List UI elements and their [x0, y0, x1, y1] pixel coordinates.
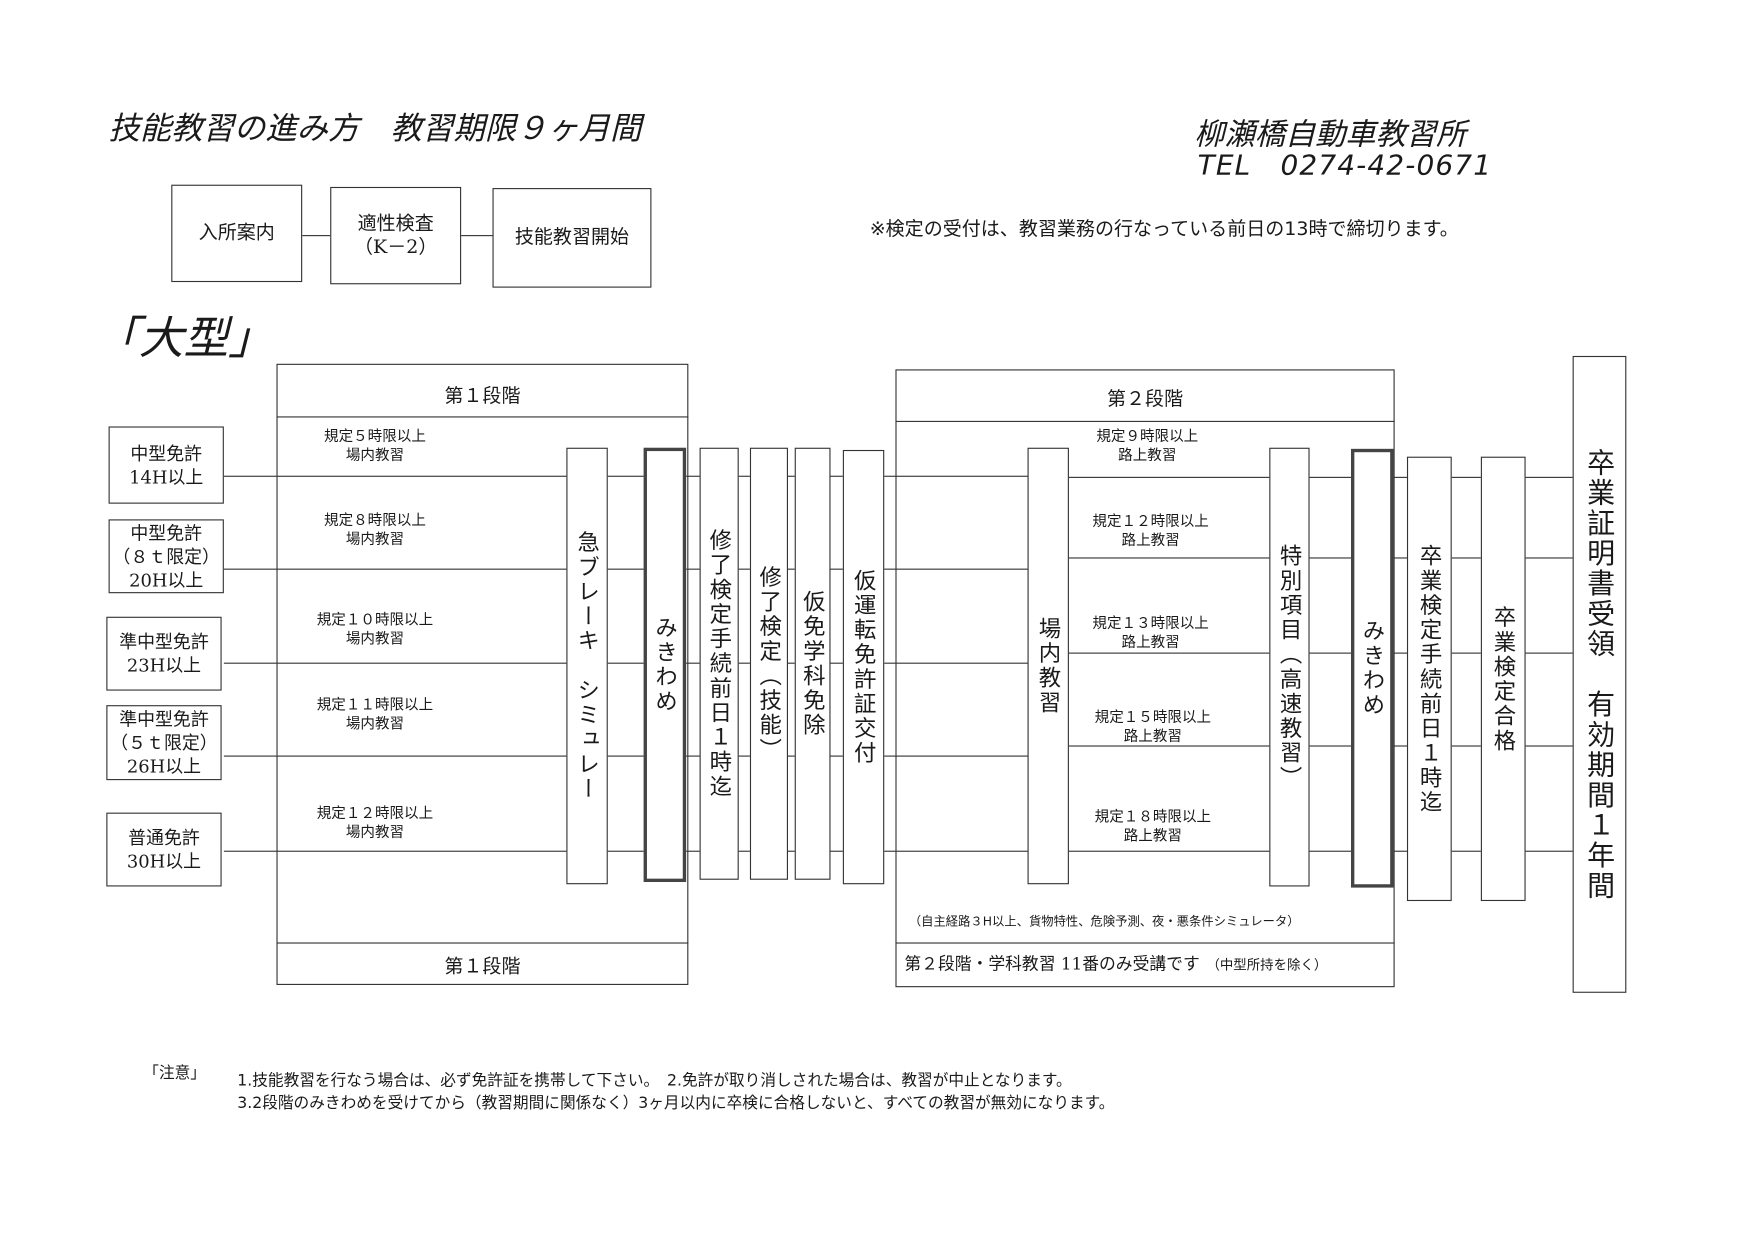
stage2-note: （自主経路３H以上、貨物特性、危険予測、夜・悪条件シミュレータ） — [908, 914, 1300, 930]
divider — [276, 942, 689, 944]
intro-step-admission: 入所案内 — [171, 184, 303, 283]
step-emergency-brake-simulator: 急ブレーキ シミュレー — [566, 447, 608, 885]
rule-hours: 規定１８時限以上 — [1094, 809, 1212, 827]
stage2-rule: 規定９時限以上路上教習 — [1069, 428, 1226, 466]
rule-type: 場内教習 — [345, 531, 405, 549]
step-completion-exam: 修了検定（技能） — [749, 447, 788, 880]
rule-type: 場内教習 — [345, 447, 405, 465]
license-hours: 26H以上 — [126, 755, 202, 777]
stage2-rule: 規定１５時限以上路上教習 — [1075, 709, 1232, 747]
license-box-semi-medium-5t: 準中型免許（５ｔ限定）26H以上 — [106, 705, 222, 781]
divider — [895, 942, 1395, 944]
flow-line — [223, 850, 1028, 852]
flow-line — [223, 755, 1028, 757]
intro-step-sublabel: （K－2） — [353, 235, 438, 258]
stage1-rule: 規定１１時限以上場内教習 — [280, 696, 470, 734]
license-name: 準中型免許 — [119, 631, 209, 653]
step-provisional-license-issue: 仮運転免許証交付 — [842, 449, 885, 885]
flow-line — [1068, 745, 1573, 747]
license-box-medium-8t: 中型免許（８ｔ限定）20H以上 — [108, 519, 224, 594]
vehicle-type-heading: 「大型」 — [94, 313, 274, 365]
deadline-note: ※検定の受付は、教習業務の行なっている前日の13時で締切ります。 — [869, 218, 1459, 241]
flow-line — [1068, 652, 1573, 654]
flow-line — [223, 662, 1028, 664]
page-title: 技能教習の進み方 教習期限９ヶ月間 — [108, 109, 642, 147]
flow-line — [1068, 850, 1573, 852]
license-hours: 30H以上 — [126, 850, 202, 872]
step-provisional-written-exemption: 仮免学科免除 — [794, 447, 831, 880]
license-name: 準中型免許 — [119, 708, 209, 730]
intro-step-label: 適性検査 — [357, 212, 434, 235]
license-name: 中型免許 — [130, 522, 203, 544]
rule-type: 場内教習 — [345, 716, 405, 734]
stage1-rule: 規定８時限以上場内教習 — [280, 512, 470, 550]
divider — [276, 416, 689, 418]
flow-line — [1068, 476, 1573, 478]
license-limit: （８ｔ限定） — [112, 545, 220, 567]
license-hours: 23H以上 — [126, 654, 202, 677]
rule-type: 路上教習 — [1123, 728, 1182, 746]
rule-hours: 規定１３時限以上 — [1092, 615, 1209, 633]
stage2-footer-main: 第２段階・学科教習 11番のみ受講です — [904, 953, 1200, 974]
stage2-frame — [895, 369, 1395, 988]
rule-hours: 規定５時限以上 — [324, 428, 426, 446]
license-limit: （５ｔ限定） — [110, 732, 218, 754]
step-completion-exam-application: 修了検定手続前日１時迄 — [699, 447, 739, 880]
stage1-rule: 規定５時限以上場内教習 — [280, 428, 470, 466]
stage1-frame — [276, 363, 689, 985]
stage1-header: 第１段階 — [444, 385, 521, 408]
rule-hours: 規定９時限以上 — [1096, 428, 1199, 446]
rule-hours: 規定１０時限以上 — [316, 612, 434, 630]
notes-line-2: 3.2段階のみきわめを受けてから（教習期間に関係なく）3ヶ月以内に卒検に合格しな… — [237, 1094, 1115, 1113]
stage2-header: 第２段階 — [1106, 388, 1184, 411]
intro-step-label: 技能教習開始 — [514, 226, 630, 249]
step-graduation-exam-application: 卒業検定手続前日１時迄 — [1406, 456, 1452, 902]
stage1-rule: 規定１２時限以上場内教習 — [280, 805, 470, 843]
stage2-footer-sub: （中型所持を除く） — [1206, 957, 1328, 973]
intro-step-training-start: 技能教習開始 — [492, 188, 652, 288]
license-hours: 14H以上 — [129, 466, 204, 488]
rule-hours: 規定１５時限以上 — [1094, 709, 1212, 727]
step-course-training: 場内教習 — [1027, 447, 1069, 885]
flow-line — [223, 475, 1028, 477]
intro-step-aptitude-test: 適性検査 （K－2） — [330, 186, 462, 285]
rule-hours: 規定１２時限以上 — [316, 805, 434, 823]
school-name: 柳瀬橋自動車教習所 — [1194, 117, 1467, 153]
rule-type: 路上教習 — [1118, 447, 1177, 465]
rule-type: 路上教習 — [1121, 634, 1180, 652]
rule-hours: 規定１２時限以上 — [1092, 513, 1209, 531]
stage1-footer: 第１段階 — [444, 955, 521, 979]
step-stage1-final-check: みきわめ — [643, 447, 687, 883]
license-name: 普通免許 — [128, 827, 200, 849]
step-graduation-exam-pass: 卒業検定合格 — [1480, 456, 1526, 902]
flow-line — [1068, 557, 1573, 559]
intro-step-label: 入所案内 — [198, 221, 275, 245]
divider — [895, 420, 1395, 422]
flow-line — [223, 568, 1028, 570]
stage2-rule: 規定１８時限以上路上教習 — [1075, 808, 1232, 846]
rule-type: 場内教習 — [345, 631, 405, 649]
rule-hours: 規定８時限以上 — [324, 512, 426, 530]
rule-type: 路上教習 — [1123, 828, 1182, 846]
stage2-footer: 第２段階・学科教習 11番のみ受講です （中型所持を除く） — [904, 951, 1327, 975]
license-name: 中型免許 — [130, 442, 203, 464]
rule-type: 場内教習 — [345, 824, 405, 842]
step-graduation-certificate: 卒業証明書受領 有効期間１年間 — [1572, 355, 1627, 993]
license-hours: 20H以上 — [129, 569, 204, 591]
school-tel: TEL 0274-42-0671 — [1197, 148, 1493, 182]
notes-line-1: 1.技能教習を行なう場合は、必ず免許証を携帯して下さい。 2.免許が取り消しされ… — [237, 1072, 1072, 1091]
rule-hours: 規定１１時限以上 — [316, 697, 434, 715]
stage2-rule: 規定１３時限以上路上教習 — [1072, 614, 1229, 652]
notes-label: 「注意」 — [143, 1064, 206, 1083]
stage2-rule: 規定１２時限以上路上教習 — [1072, 513, 1229, 551]
stage1-rule: 規定１０時限以上場内教習 — [280, 611, 470, 649]
step-special-highway-training: 特別項目（高速教習） — [1269, 447, 1310, 887]
step-stage2-final-check: みきわめ — [1350, 448, 1394, 888]
rule-type: 路上教習 — [1121, 532, 1180, 550]
